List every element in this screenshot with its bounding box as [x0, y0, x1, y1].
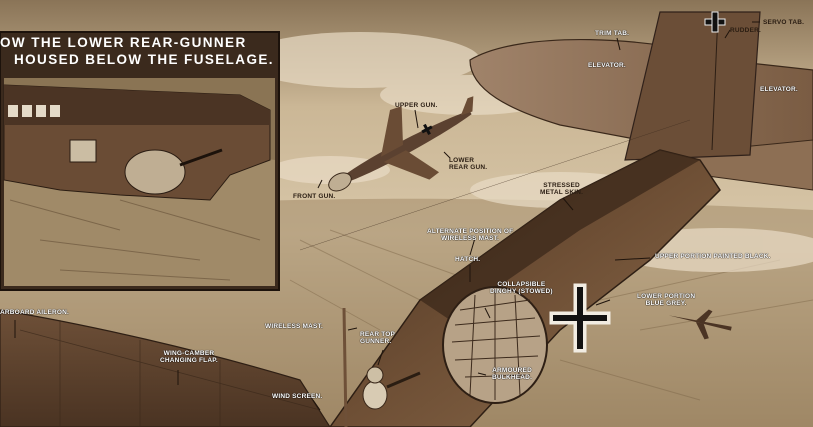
label-hatch: HATCH.: [455, 256, 481, 263]
label-rear-top-gunner-line2: GUNNER.: [360, 338, 392, 345]
field-lines: [289, 229, 813, 401]
aerial-wire: [299, 119, 691, 251]
tail-marking: [704, 11, 726, 33]
small-plane: [668, 309, 732, 340]
label-lower-portion-line2: BLUE GREY.: [645, 300, 687, 307]
label-alternate-mast: ALTERNATE POSITION OF WIRELESS MAST.: [427, 228, 513, 242]
label-upper-portion: UPPER PORTION PAINTED BLACK.: [655, 253, 771, 260]
fuselage-top-dark: [420, 150, 700, 320]
label-armoured-bulkhead: ARMOURED BULKHEAD.: [492, 367, 532, 381]
label-lower-portion-line1: LOWER PORTION: [637, 293, 696, 300]
inset-panel: [0, 31, 280, 291]
inset-caption-line2: HOUSED BELOW THE FUSELAGE.: [14, 52, 274, 67]
label-rear-top-gunner-line1: REAR TOP: [360, 331, 396, 338]
label-elevator-left: ELEVATOR.: [588, 62, 626, 69]
label-rudder: RUDDER.: [730, 27, 762, 34]
rear-top-gunner: [362, 366, 421, 410]
fuselage-cross: [549, 283, 611, 353]
armoured-bulkhead-ribs: [451, 290, 541, 400]
label-front-gun: FRONT GUN.: [293, 193, 336, 200]
label-elevator-right: ELEVATOR.: [760, 86, 798, 93]
label-trim-tab: TRIM TAB.: [595, 30, 630, 37]
distant-bomber: [328, 96, 474, 192]
label-stressed-skin-line1: STRESSED: [543, 182, 580, 189]
label-alternate-mast-line1: ALTERNATE POSITION OF: [427, 228, 514, 235]
label-dinghy-line1: COLLAPSIBLE: [497, 281, 546, 288]
label-stressed-skin-line2: METAL SKIN.: [540, 189, 584, 196]
label-wing-flap: WING-CAMBER CHANGING FLAP.: [160, 350, 218, 364]
label-lower-rear-gun-line2: REAR GUN.: [449, 164, 488, 171]
leader-lines: [14, 21, 760, 411]
label-armoured-bulkhead-line1: ARMOURED: [492, 367, 532, 374]
label-wing-flap-line2: CHANGING FLAP.: [160, 357, 218, 364]
label-lower-portion: LOWER PORTION BLUE GREY.: [637, 293, 695, 307]
label-lower-rear-gun-line1: LOWER: [449, 157, 475, 164]
tail-fin: [624, 11, 761, 161]
label-servo-tab: SERVO TAB.: [763, 19, 805, 26]
label-aileron: ARBOARD AILERON.: [0, 309, 70, 316]
inset-caption-line1: OW THE LOWER REAR-GUNNER: [0, 35, 247, 50]
label-stressed-skin: STRESSED METAL SKIN.: [540, 182, 583, 196]
label-dinghy: COLLAPSIBLE DINGHY (STOWED): [490, 281, 553, 295]
label-lower-rear-gun: LOWER REAR GUN.: [449, 157, 487, 171]
label-upper-gun: UPPER GUN.: [395, 102, 438, 109]
label-dinghy-line2: DINGHY (STOWED): [490, 288, 553, 295]
label-wireless-mast: WIRELESS MAST.: [265, 323, 324, 330]
label-armoured-bulkhead-line2: BULKHEAD.: [492, 374, 533, 381]
label-alternate-mast-line2: WIRELESS MAST.: [441, 235, 500, 242]
wireless-mast: [342, 307, 348, 427]
label-wing-flap-line1: WING-CAMBER: [163, 350, 215, 357]
label-wind-screen: WIND SCREEN.: [272, 393, 323, 400]
inset-caption: OW THE LOWER REAR-GUNNER HOUSED BELOW TH…: [0, 34, 278, 68]
label-rear-top-gunner: REAR TOP GUNNER.: [360, 331, 395, 345]
